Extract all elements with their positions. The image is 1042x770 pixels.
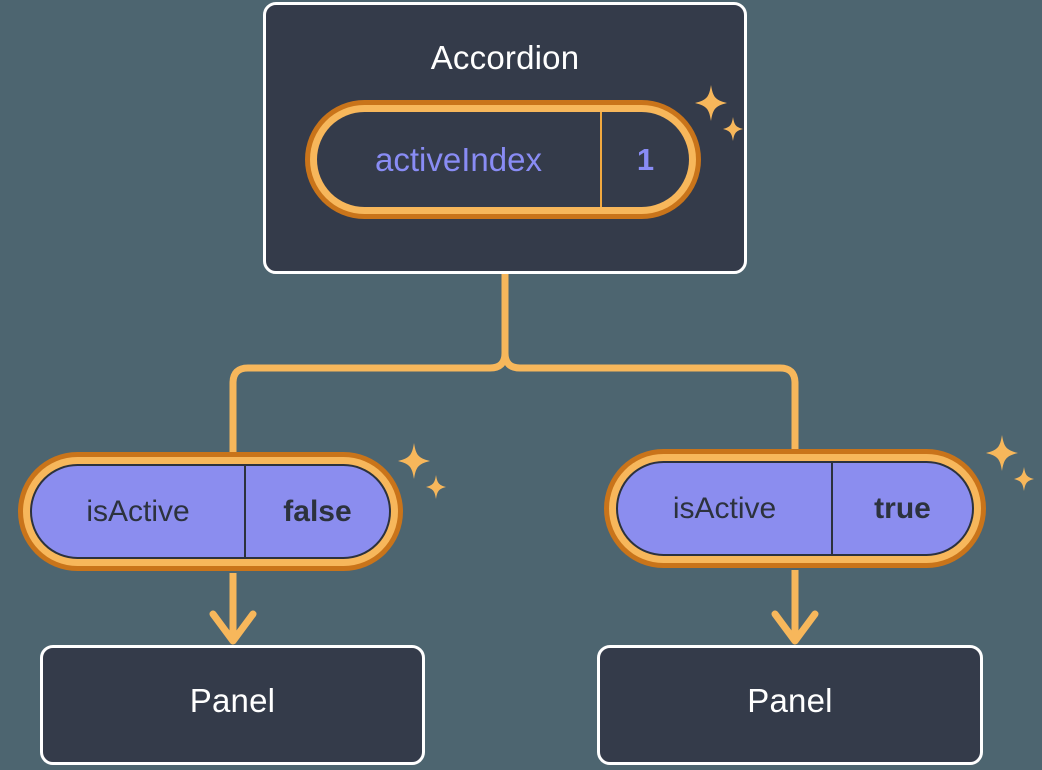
panel-component-right[interactable]: Panel xyxy=(597,645,983,765)
state-key-label: isActive xyxy=(86,494,190,528)
pill-ring: activeIndex 1 xyxy=(310,105,696,214)
arrow-down-left-icon xyxy=(209,573,257,645)
panel-title: Panel xyxy=(747,682,833,719)
fork-connector-icon xyxy=(229,270,509,456)
sparkles-icon xyxy=(398,443,446,499)
state-value-label: false xyxy=(244,466,389,557)
pill-ring: isActive false xyxy=(23,457,398,566)
state-pill-is-active-left[interactable]: isActive false xyxy=(18,452,403,571)
state-value-label: 1 xyxy=(600,112,689,207)
pill-body: isActive false xyxy=(30,464,391,559)
state-pill-active-index[interactable]: activeIndex 1 xyxy=(305,100,701,219)
pill-ring: isActive true xyxy=(609,454,981,563)
state-pill-is-active-right[interactable]: isActive true xyxy=(604,449,986,568)
state-key-label: isActive xyxy=(672,491,777,525)
pill-body: activeIndex 1 xyxy=(317,112,689,207)
state-value-label: true xyxy=(831,463,972,554)
pill-body: isActive true xyxy=(616,461,974,556)
panel-component-left[interactable]: Panel xyxy=(40,645,425,765)
arrow-down-right-icon xyxy=(771,570,819,645)
accordion-title: Accordion xyxy=(430,39,580,76)
panel-title: Panel xyxy=(189,682,276,719)
state-key-label: activeIndex xyxy=(375,141,542,178)
fork-connector-right-icon xyxy=(501,270,799,453)
sparkles-icon xyxy=(986,435,1034,491)
